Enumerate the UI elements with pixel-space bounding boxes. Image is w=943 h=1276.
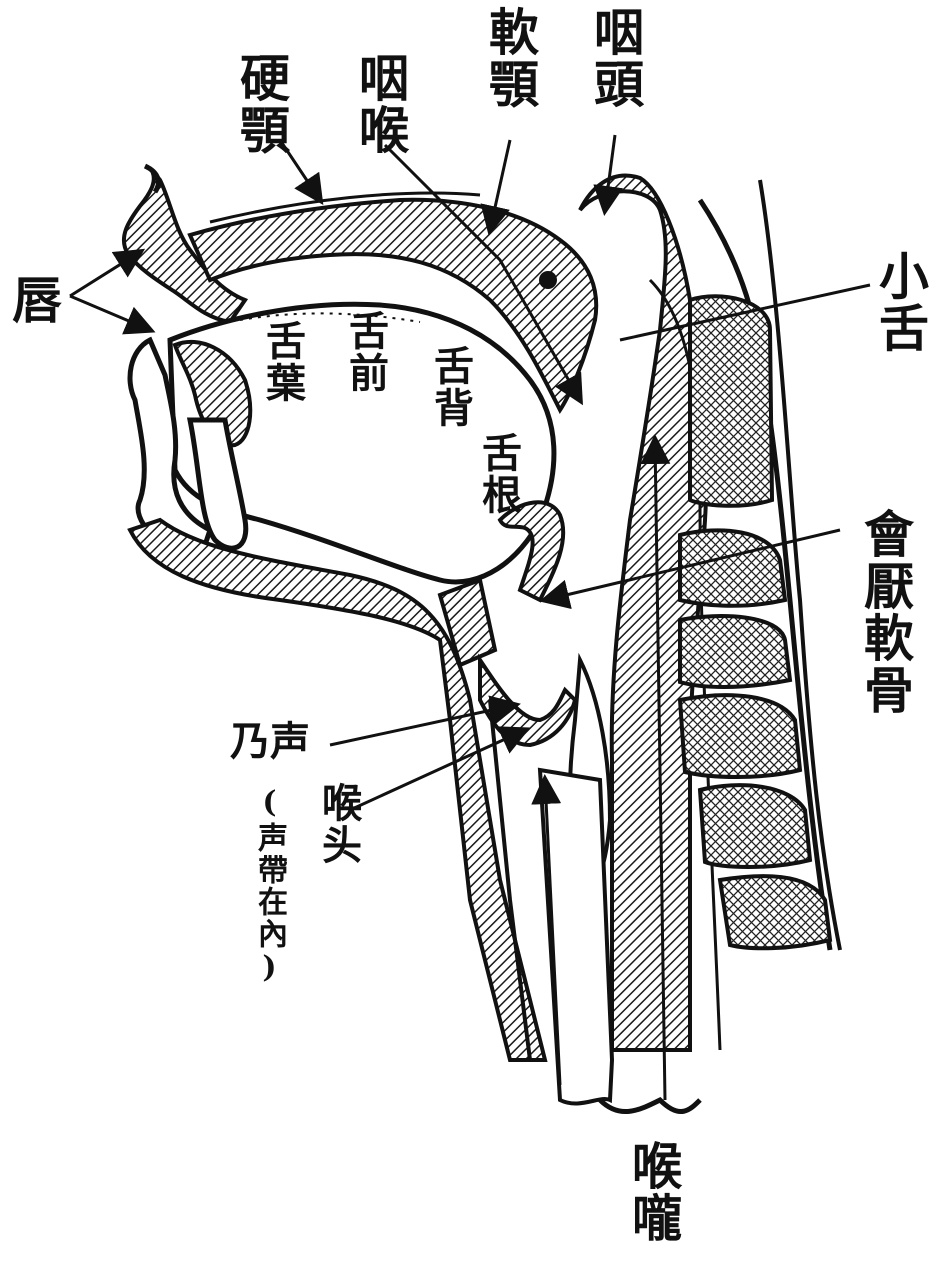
label-pharynx-throat: 咽喉 <box>355 52 405 156</box>
vertebrae <box>680 296 830 948</box>
label-trachea: 喉嚨 <box>628 1140 678 1244</box>
label-uvula: 小舌 <box>875 250 925 354</box>
label-tongue-back: 舌背 <box>430 345 470 429</box>
label-vocal-note: (声帶在內) <box>254 785 284 987</box>
label-pharynx: 咽頭 <box>590 6 640 110</box>
label-epiglottis: 會厭軟骨 <box>860 508 910 716</box>
trachea-tube <box>540 770 612 1104</box>
label-hard-palate: 硬顎 <box>236 52 286 156</box>
label-tongue-root: 舌根 <box>478 432 518 516</box>
label-voice: 乃声 <box>230 722 310 762</box>
label-soft-palate: 軟顎 <box>485 6 535 110</box>
label-tongue-front: 舌前 <box>345 310 385 394</box>
label-lips: 唇 <box>12 276 62 326</box>
label-tongue-blade: 舌葉 <box>262 320 302 404</box>
label-larynx: 喉头 <box>318 782 358 866</box>
